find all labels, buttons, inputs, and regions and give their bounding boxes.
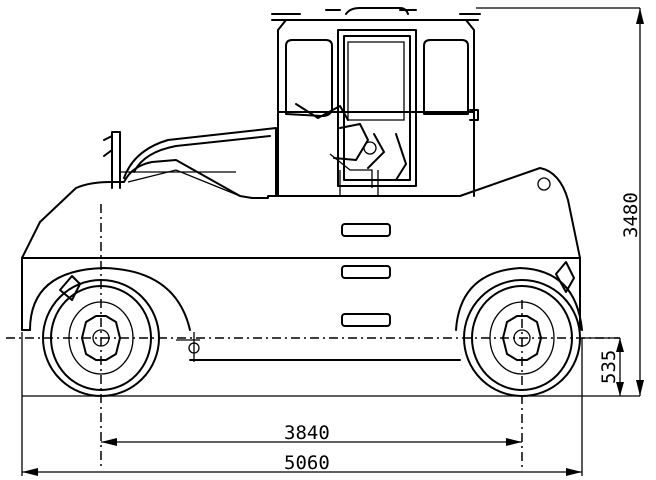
dimension-label-ground-clearance: 535 xyxy=(598,350,620,384)
operator-cab xyxy=(271,7,481,197)
dimension-ground-clearance: 535 xyxy=(598,338,624,396)
dimension-label-overall-height: 3480 xyxy=(620,192,642,238)
dimension-label-overall-length: 5060 xyxy=(284,452,330,474)
rear-handrail xyxy=(103,127,277,197)
dimension-overall-length: 5060 xyxy=(22,452,582,476)
extension-lines xyxy=(21,7,640,476)
dimension-wheelbase: 3840 xyxy=(101,422,522,446)
dimension-label-wheelbase: 3840 xyxy=(284,422,330,444)
dimension-overall-height: 3480 xyxy=(620,8,644,396)
